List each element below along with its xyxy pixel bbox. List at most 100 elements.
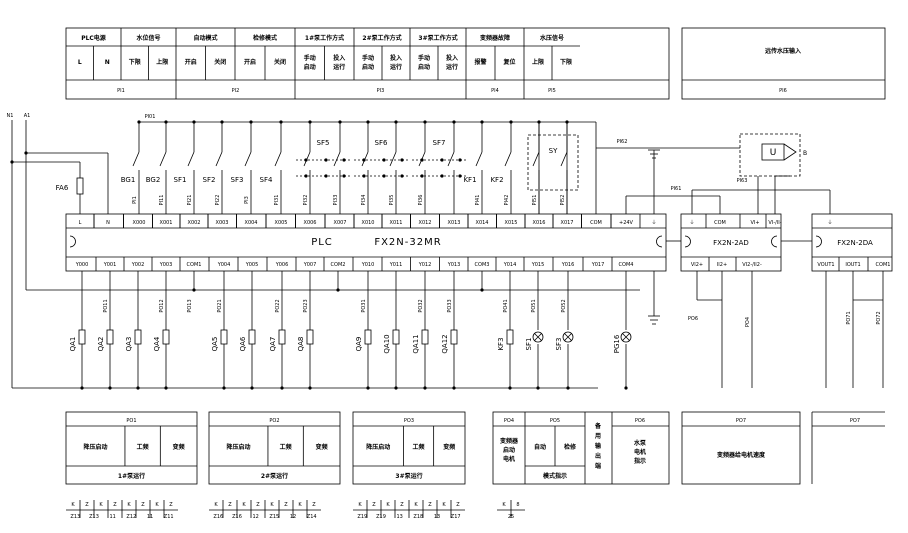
top-subcell: 启动 bbox=[418, 63, 430, 71]
ad-top-3: VI+ bbox=[750, 220, 759, 226]
junction-dot bbox=[342, 158, 346, 162]
coil-qa12 bbox=[450, 329, 458, 345]
bottom-cell: 降压启动 bbox=[366, 443, 390, 451]
bottom-cell: 指示 bbox=[634, 457, 646, 465]
junction-dot bbox=[24, 151, 28, 155]
input-terminal-x015: X015 bbox=[505, 220, 518, 226]
input-wire-label-19: PI63 bbox=[737, 178, 748, 184]
junction-dot bbox=[362, 174, 366, 178]
strip-top: K bbox=[386, 502, 390, 508]
junction-dot bbox=[137, 120, 141, 124]
junction-dot bbox=[324, 158, 328, 162]
junction-dot bbox=[10, 160, 14, 164]
load-pg16: PG16 bbox=[613, 334, 621, 353]
da-module-name: FX2N-2DA bbox=[837, 239, 873, 247]
load-kf3: KF3 bbox=[497, 337, 505, 350]
ad-top-1: ⏚ bbox=[689, 219, 694, 226]
top-subcell: 启动 bbox=[304, 63, 316, 71]
coil-qa1 bbox=[78, 329, 86, 345]
strip-top: Z bbox=[256, 502, 260, 508]
strip-top: K bbox=[502, 502, 506, 508]
output-wire-label-7: PO31 bbox=[361, 299, 367, 312]
strip-bottom: 25 bbox=[508, 514, 514, 520]
top-subcell: 手动 bbox=[362, 54, 374, 62]
junction-dot bbox=[452, 120, 456, 124]
strip-top: K bbox=[442, 502, 446, 508]
strip-top: Z bbox=[284, 502, 288, 508]
input-terminal-x004: X004 bbox=[245, 220, 258, 226]
ad-wire-po6: PO6 bbox=[688, 316, 698, 322]
strip-top: 8 bbox=[516, 502, 519, 508]
ad-top-4: VI-/II- bbox=[768, 220, 781, 226]
da-wire-po71: PO71 bbox=[846, 311, 852, 324]
input-wire-label-4: PI21 bbox=[187, 195, 193, 206]
contact-sf2: SF2 bbox=[203, 176, 216, 184]
input-wire-label-17: PI62 bbox=[617, 139, 628, 145]
junction-dot bbox=[423, 120, 427, 124]
top-subcell: 关闭 bbox=[274, 58, 286, 66]
strip-bottom: Z15 bbox=[269, 514, 279, 520]
output-terminal-y017: Y017 bbox=[591, 262, 605, 268]
contact-bg1: BG1 bbox=[121, 176, 136, 184]
coil-qa9 bbox=[364, 329, 372, 345]
strip-top: K bbox=[270, 502, 274, 508]
junction-dot bbox=[394, 386, 398, 390]
junction-dot bbox=[222, 386, 226, 390]
top-subcell: 报警 bbox=[474, 58, 486, 66]
strip-bottom: 12 bbox=[290, 514, 296, 520]
input-wire-label-10: PI34 bbox=[361, 195, 367, 206]
bottom-cell: 启动 bbox=[503, 446, 515, 454]
input-terminal-x016: X016 bbox=[533, 220, 546, 226]
junction-dot bbox=[440, 174, 444, 178]
contact-blade bbox=[244, 151, 252, 167]
junction-dot bbox=[250, 386, 254, 390]
output-terminal-com2: COM2 bbox=[331, 262, 346, 268]
bottom-cell: 降压启动 bbox=[83, 443, 107, 451]
junction-dot bbox=[342, 174, 346, 178]
bottom-cell: 变频器给电机速度 bbox=[717, 451, 766, 459]
load-qa4: QA4 bbox=[153, 336, 161, 351]
coil-qa3 bbox=[134, 329, 142, 345]
input-wire-label-15: PI51 bbox=[532, 195, 538, 206]
bottom-cell: 电机 bbox=[503, 455, 515, 463]
input-terminal-x014: X014 bbox=[476, 220, 489, 226]
bottom-cell: 变频 bbox=[173, 443, 185, 451]
junction-dot bbox=[624, 386, 628, 390]
top-group-code: PI1 bbox=[117, 88, 125, 94]
input-terminal-com: COM bbox=[590, 220, 602, 226]
junction-dot bbox=[362, 158, 366, 162]
junction-dot bbox=[279, 120, 283, 124]
sensor-symbol: U bbox=[770, 148, 777, 158]
contact-blade bbox=[215, 151, 223, 167]
strip-bottom: 12 bbox=[252, 514, 258, 520]
strip-top: K bbox=[71, 502, 75, 508]
output-wire-label-8: PO32 bbox=[418, 299, 424, 312]
junction-dot bbox=[440, 158, 444, 162]
contact-blade bbox=[475, 151, 483, 167]
output-wire-label-1: PO11 bbox=[103, 299, 109, 312]
junction-dot bbox=[164, 120, 168, 124]
top-group-code: PI4 bbox=[491, 88, 499, 94]
top-subcell: L bbox=[78, 59, 82, 66]
bottom-code-po7: PO7 bbox=[736, 418, 746, 424]
junction-dot bbox=[192, 288, 196, 292]
contact-blade bbox=[274, 151, 282, 167]
sensor-tag: B bbox=[803, 150, 807, 157]
input-wire-label-11: PI35 bbox=[389, 195, 395, 206]
remote-pressure-code: PI6 bbox=[779, 88, 787, 94]
contact-blade bbox=[333, 151, 341, 167]
strip-bottom: Z13 bbox=[70, 514, 80, 520]
input-wire-label-7: PI31 bbox=[274, 195, 280, 206]
coil-qa7 bbox=[278, 329, 286, 345]
bottom-cell: 变频器 bbox=[500, 437, 519, 445]
spare-output-char: 输 bbox=[595, 442, 602, 450]
top-subcell: 投入 bbox=[446, 54, 458, 62]
output-terminal-com1: COM1 bbox=[187, 262, 202, 268]
load-qa11: QA11 bbox=[412, 334, 420, 353]
coil-kf3 bbox=[506, 329, 514, 345]
plc-name: PLC bbox=[311, 237, 333, 248]
top-header-7: 3#泵工作方式 bbox=[418, 34, 457, 42]
strip-top: K bbox=[242, 502, 246, 508]
strip-top: K bbox=[298, 502, 302, 508]
junction-dot bbox=[304, 174, 308, 178]
